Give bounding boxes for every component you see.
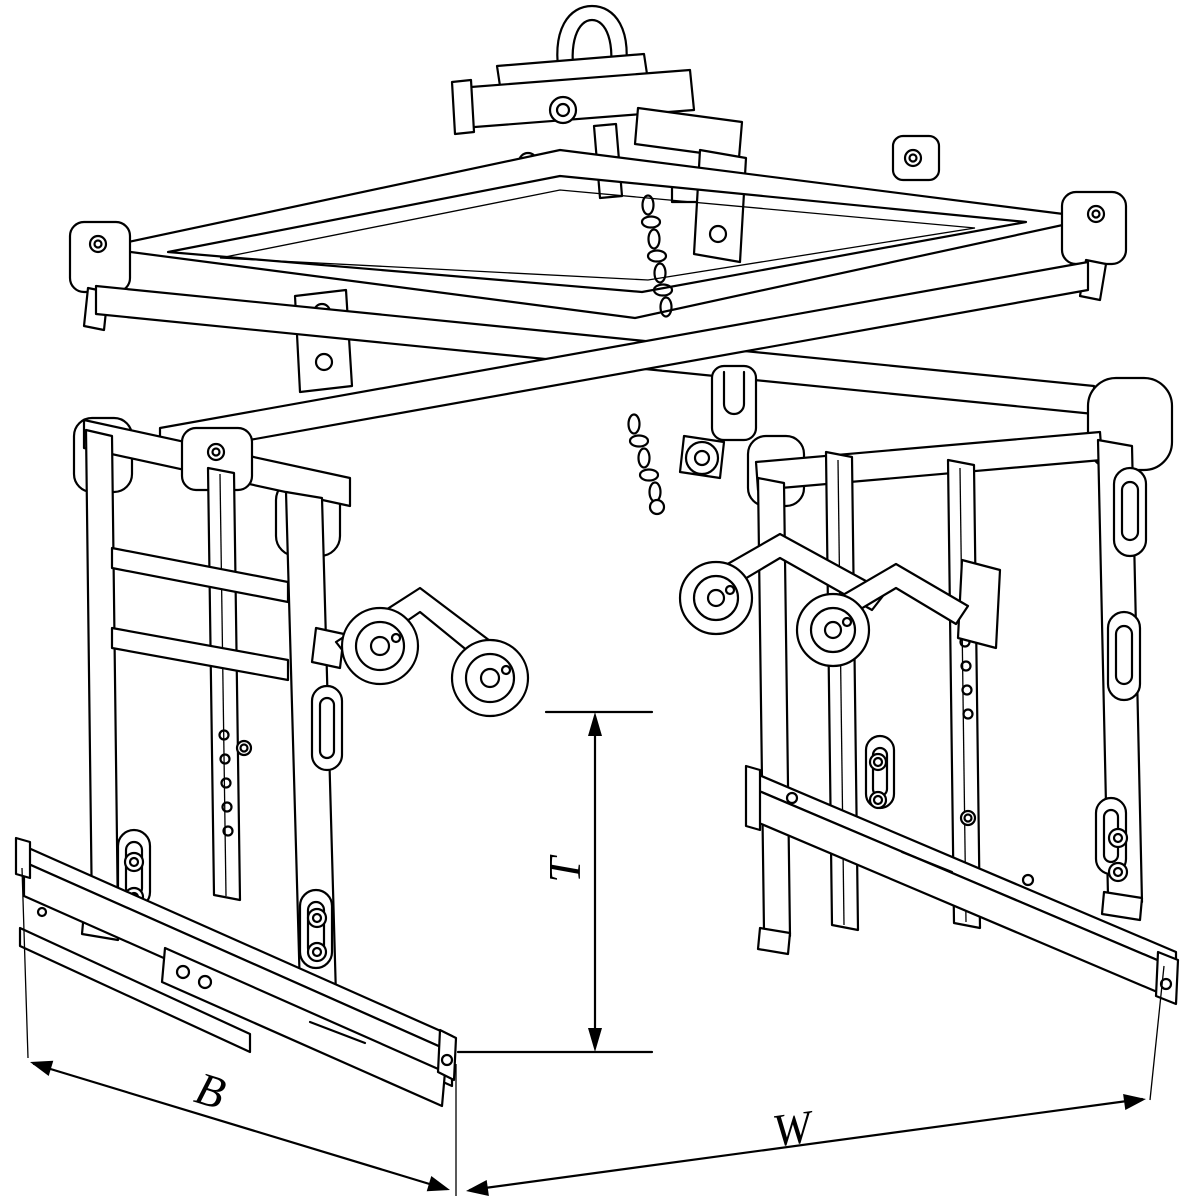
left-rail [14, 836, 458, 1108]
roller-wheel [340, 606, 420, 686]
dimension-t: T [456, 710, 654, 1054]
dimension-b: B [21, 867, 457, 1196]
dimension-w: W [466, 965, 1165, 1196]
dimension-label-b: B [190, 1062, 232, 1119]
dimension-label-t: T [539, 854, 590, 883]
left-frame [72, 416, 352, 1016]
roller-wheel [795, 592, 871, 668]
right-rail [744, 764, 1180, 1006]
center-yoke [710, 364, 758, 442]
chain-hoist [627, 194, 758, 516]
roller-wheel [678, 560, 754, 636]
crosshead [450, 52, 748, 264]
left-rollers [310, 586, 530, 718]
hanger-loop [864, 466, 1148, 876]
roller-wheel [450, 638, 530, 718]
right-rollers [678, 532, 1002, 668]
dimension-label-w: W [769, 1100, 818, 1156]
